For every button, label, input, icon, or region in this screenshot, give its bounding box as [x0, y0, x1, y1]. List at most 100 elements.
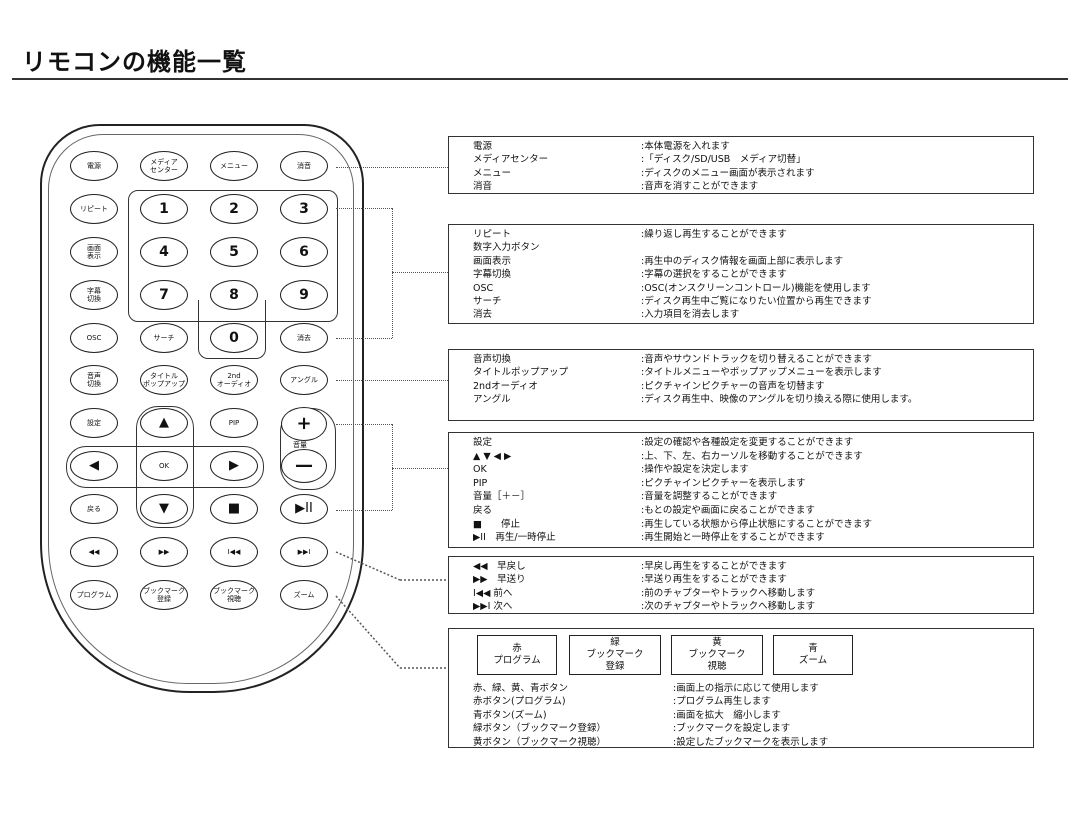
remote-button-n0[interactable]: 0 — [210, 323, 258, 353]
remote-button-zoom[interactable]: ズーム — [280, 580, 328, 610]
desc-key: I◀◀ 前へ — [473, 587, 513, 599]
desc-value: :タイトルメニューやポップアップメニューを表示します — [641, 367, 882, 379]
desc-value: :OSC(オンスクリーンコントロール)機能を使用します — [641, 282, 871, 294]
desc-key: 消去 — [473, 309, 493, 321]
remote-button-right[interactable]: ▶ — [210, 451, 258, 481]
desc-key: アングル — [473, 394, 511, 406]
color-key-function: ズーム — [798, 655, 828, 666]
desc-box-2: リピート:繰り返し再生することができます数字入力ボタン画面表示:再生中のディスク… — [448, 224, 1034, 324]
remote-button-up[interactable]: ▲ — [140, 408, 188, 438]
connector — [392, 468, 448, 469]
desc-key: ▶II 再生/一時停止 — [473, 532, 556, 544]
desc-value: :音声を消すことができます — [641, 181, 759, 193]
desc-key: 消音 — [473, 181, 493, 193]
remote-outline — [40, 124, 364, 693]
remote-button-media[interactable]: メディア センター — [140, 151, 188, 181]
desc-key: タイトルポップアップ — [473, 367, 569, 379]
desc-value: :設定したブックマークを表示します — [673, 736, 829, 748]
remote-button-subtitle[interactable]: 字幕 切換 — [70, 280, 118, 310]
desc-key: 音量［＋－］ — [473, 491, 531, 503]
remote-button-n8[interactable]: 8 — [210, 280, 258, 310]
remote-button-n1[interactable]: 1 — [140, 194, 188, 224]
remote-button-volup[interactable]: + — [281, 407, 327, 441]
desc-key: 電源 — [473, 141, 493, 152]
remote-button-left[interactable]: ◀ — [70, 451, 118, 481]
desc-value: :本体電源を入れます — [641, 141, 730, 152]
remote-button-mute[interactable]: 消音 — [280, 151, 328, 181]
remote-button-back[interactable]: 戻る — [70, 494, 118, 524]
remote-button-bmview[interactable]: ブックマーク 視聴 — [210, 580, 258, 610]
desc-value: :操作や設定を決定します — [641, 464, 749, 476]
desc-key: 緑ボタン（ブックマーク登録） — [473, 723, 607, 735]
color-key-0: 赤プログラム — [477, 635, 557, 675]
remote-button-n2[interactable]: 2 — [210, 194, 258, 224]
remote-button-n7[interactable]: 7 — [140, 280, 188, 310]
desc-key: ▲ ▼ ◀ ▶ — [473, 450, 512, 462]
desc-key: 字幕切換 — [473, 269, 512, 281]
desc-value: :設定の確認や各種設定を変更することができます — [641, 437, 854, 448]
remote-button-pip[interactable]: PIP — [210, 408, 258, 438]
remote-button-osc[interactable]: OSC — [70, 323, 118, 353]
desc-key: ▶▶ 早送り — [473, 574, 526, 586]
desc-value: :ブックマークを設定します — [673, 723, 791, 735]
desc-value: :音量を調整することができます — [641, 491, 778, 503]
number-pad-group — [128, 190, 338, 322]
remote-button-prev[interactable]: I◀◀ — [210, 537, 258, 567]
desc-key: 戻る — [473, 505, 493, 516]
desc-value: :早送り再生をすることができます — [641, 574, 787, 586]
remote-button-n5[interactable]: 5 — [210, 237, 258, 267]
connector — [336, 424, 392, 425]
remote-button-ok[interactable]: OK — [140, 451, 188, 481]
remote-button-n6[interactable]: 6 — [280, 237, 328, 267]
desc-key: 青ボタン(ズーム) — [473, 709, 547, 721]
remote-button-rew[interactable]: ◀◀ — [70, 537, 118, 567]
desc-value: :前のチャプターやトラックへ移動します — [641, 587, 816, 599]
remote-button-program[interactable]: プログラム — [70, 580, 118, 610]
remote-button-stop[interactable]: ■ — [210, 494, 258, 524]
remote-button-power[interactable]: 電源 — [70, 151, 118, 181]
connector — [336, 380, 448, 381]
remote-button-voldown[interactable]: — — [281, 449, 327, 483]
desc-key: 数字入力ボタン — [473, 242, 540, 254]
remote-button-menu[interactable]: メニュー — [210, 151, 258, 181]
desc-value: :音声やサウンドトラックを切り替えることができます — [641, 354, 872, 365]
remote-button-clear[interactable]: 消去 — [280, 323, 328, 353]
remote-button-title[interactable]: タイトル ポップアップ — [140, 365, 188, 395]
desc-value: :次のチャプターやトラックへ移動します — [641, 601, 816, 613]
desc-key: 赤、緑、黄、青ボタン — [473, 683, 569, 694]
desc-value: :プログラム再生します — [673, 696, 771, 708]
remote-button-setup[interactable]: 設定 — [70, 408, 118, 438]
color-key-name: 緑 — [610, 637, 620, 648]
remote-button-audio[interactable]: 音声 切換 — [70, 365, 118, 395]
connector — [392, 424, 393, 510]
remote-button-display[interactable]: 画面 表示 — [70, 237, 118, 267]
page-title: リモコンの機能一覧 — [22, 48, 247, 76]
color-key-function: ブックマーク 視聴 — [688, 649, 746, 672]
desc-box-4: 設定:設定の確認や各種設定を変更することができます▲ ▼ ◀ ▶:上、下、左、右… — [448, 432, 1034, 548]
desc-value: :ディスクのメニュー画面が表示されます — [641, 167, 815, 179]
remote-button-search[interactable]: サーチ — [140, 323, 188, 353]
dpad-vertical-outline — [136, 406, 194, 528]
remote-button-down[interactable]: ▼ — [140, 494, 188, 524]
desc-value: :ピクチャインピクチャーの音声を切替ます — [641, 380, 825, 392]
desc-value: :画面上の指示に応じて使用します — [673, 683, 819, 694]
desc-value: :繰り返し再生することができます — [641, 229, 787, 240]
desc-key: 画面表示 — [473, 255, 512, 267]
remote-button-n4[interactable]: 4 — [140, 237, 188, 267]
dpad-horizontal-outline — [66, 446, 264, 488]
connector — [392, 208, 393, 338]
remote-button-bmreg[interactable]: ブックマーク 登録 — [140, 580, 188, 610]
remote-button-playpause[interactable]: ▶II — [280, 494, 328, 524]
remote-button-repeat[interactable]: リピート — [70, 194, 118, 224]
remote-button-ff[interactable]: ▶▶ — [140, 537, 188, 567]
remote-button-n9[interactable]: 9 — [280, 280, 328, 310]
remote-button-n3[interactable]: 3 — [280, 194, 328, 224]
desc-value: :字幕の選択をすることができます — [641, 269, 787, 281]
desc-key: 黄ボタン（ブックマーク視聴） — [473, 736, 607, 748]
remote-button-angle[interactable]: アングル — [280, 365, 328, 395]
remote-button-next[interactable]: ▶▶I — [280, 537, 328, 567]
remote-button-audio2[interactable]: 2nd オーディオ — [210, 365, 258, 395]
desc-key: メディアセンター — [473, 154, 549, 166]
desc-value: :再生している状態から停止状態にすることができます — [641, 518, 873, 530]
desc-value: :早戻し再生をすることができます — [641, 561, 787, 572]
